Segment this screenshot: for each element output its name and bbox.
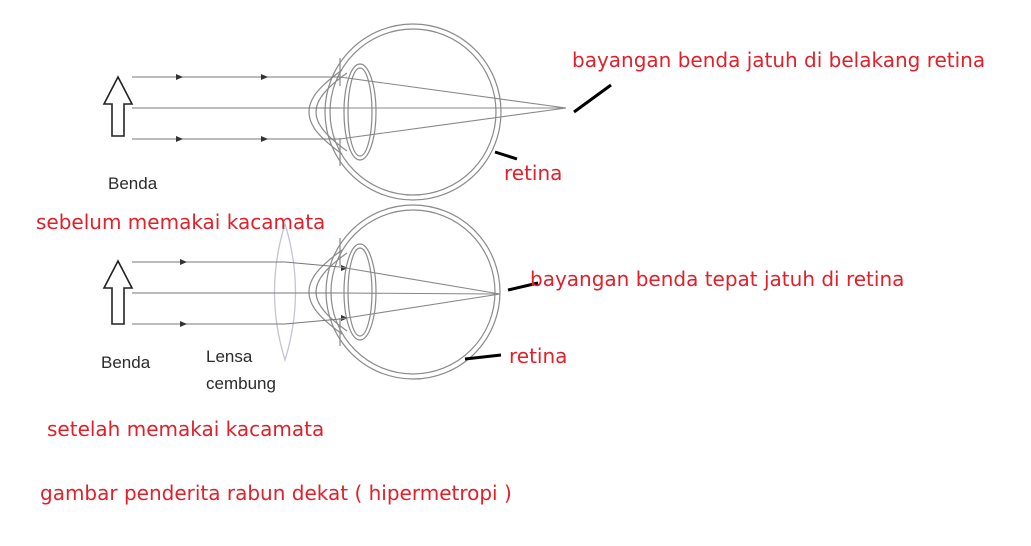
convex-lens-icon: [273, 221, 297, 363]
top-focus-annotation: bayangan benda jatuh di belakang retina: [572, 48, 986, 72]
bottom-object-label: Benda: [101, 353, 151, 372]
focus-pointer-line: [507, 281, 539, 292]
eye-icon: [308, 23, 502, 201]
object-arrow-icon: [102, 259, 134, 325]
refracted-rays: [339, 266, 501, 320]
top-retina-label: retina: [504, 161, 563, 185]
focus-pointer-line: [573, 83, 612, 114]
retina-pointer-line: [464, 353, 502, 361]
figure-caption: gambar penderita rabun dekat ( hipermetr…: [40, 481, 512, 505]
top-object-label: Benda: [108, 174, 158, 193]
top-caption: sebelum memakai kacamata: [36, 210, 326, 234]
bottom-retina-label: retina: [509, 344, 568, 368]
lens-label-line2: cembung: [206, 374, 276, 393]
retina-pointer-line: [494, 150, 518, 161]
lens-label-line1: Lensa: [206, 347, 253, 366]
bottom-caption: setelah memakai kacamata: [47, 417, 325, 441]
bottom-focus-annotation: bayangan benda tepat jatuh di retina: [530, 267, 905, 291]
incoming-rays: [132, 261, 341, 325]
incoming-rays: [132, 76, 340, 140]
ray-arrowheads: [176, 74, 268, 142]
eye-icon: [308, 204, 501, 380]
refracted-rays: [339, 76, 567, 140]
bottom-diagram: [102, 204, 539, 380]
object-arrow-icon: [102, 75, 134, 137]
top-diagram: [102, 23, 612, 201]
